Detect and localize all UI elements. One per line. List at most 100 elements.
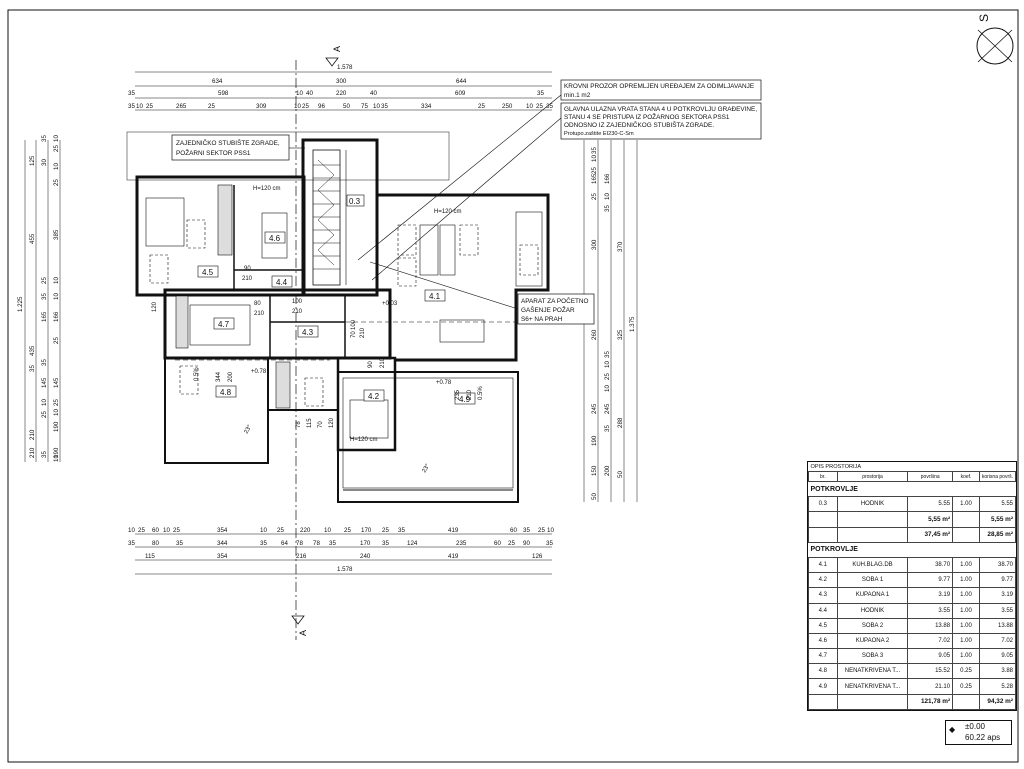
section-marker-top [325,57,339,67]
table-row: 4.3 KUPAONA 1 3.19 1.00 3.19 [808,587,1017,604]
dim-left-13: 166 [53,311,60,322]
total-row: 37,45 m² 28,85 m² [808,526,1017,543]
total-net: 28,85 m² [978,526,1017,543]
dim-bot-r1-16: 35 [523,527,530,534]
note-stair-line2: POŽARNI SEKTOR PSS1 [176,148,251,157]
dim-right-11: 325 [617,329,624,340]
dim-bot-r2-13: 60 [494,540,501,547]
dim-120b: 120 [329,417,335,428]
dim-right-15: 245 [604,403,611,414]
room-49: 4.9 [459,395,471,404]
room-box-41 [424,289,446,302]
table-title: OPIS PROSTORIJA [808,462,1016,472]
slope-1: 0.5% [194,367,200,381]
note-entrance-leader [371,117,562,281]
level-3: +0.78 [436,380,452,386]
dim-top-r3-6: 10 [294,103,301,110]
dim-bot-r2-6: 78 [296,540,303,547]
sheet-border [7,9,1019,763]
dim-left-18: 145 [41,377,48,388]
dim-210d: 210 [360,327,366,338]
dim-bot-r3-0: 115 [145,553,155,560]
cell-room: SOBA 3 [836,648,909,665]
cell-coef: 1.00 [952,602,980,619]
col-area: površina [907,471,954,482]
dim-left-16: 435 [29,345,36,356]
level-1: +0.03 [382,301,398,307]
dim-left-24: 190 [53,421,60,432]
note-stair-box [171,134,290,161]
dim-right-10: 260 [591,329,598,340]
cell-area: 3.55 [907,602,954,619]
dim-right-20: 200 [604,465,611,476]
table-row: 4.7 SOBA 3 9.05 1.00 9.05 [808,648,1017,665]
col-net: korisna površ. [978,471,1017,482]
dim-top-r3-11: 10 [373,103,380,110]
cell-no: 4.6 [808,632,838,650]
dim-bot-r2-1: 80 [152,540,159,547]
cell-coef: 0.25 [952,663,980,680]
dim-bot-r1-0: 10 [128,527,135,534]
dim-bot-r2-3: 344 [217,540,228,547]
dim-left-10: 10 [53,277,60,284]
dim-right-16: 25 [604,373,611,380]
room-table: OPIS PROSTORIJA br. prostorija površina … [807,461,1017,711]
cell-coef: 0.25 [952,678,980,695]
table-title-row: OPIS PROSTORIJA [808,462,1016,472]
note-stair-line1: ZAJEDNIČKO STUBIŠTE ZGRADE, [176,138,280,147]
dim-left-4: 30 [41,159,48,166]
dim-left-21: 10 [41,399,48,406]
note-entrance-line3: ODNOSNO IZ ZAJEDNIČKOG STUBIŠTA ZGRADE. [564,120,714,129]
cell-net: 5.28 [978,678,1017,695]
cell-area: 3.19 [907,587,954,604]
dim-left-14: 10 [53,293,60,300]
walls [126,131,550,503]
dim-top-r1-0: 634 [212,78,223,85]
dim-top-r2-4: 220 [336,90,347,97]
cell-no: 0.3 [808,496,838,513]
dim-left-9: 25 [41,277,48,284]
dim-left-20: 35 [29,365,36,372]
dim-right-6: 10 [604,193,611,200]
dim-top-r3-16: 10 [526,103,533,110]
skylight-3 [519,244,539,276]
dim-bot-r2-8: 35 [329,540,336,547]
dim-bot-r1-10: 25 [344,527,351,534]
note-ext-line2: GAŠENJE POŽAR [521,305,575,314]
dim-80: 80 [254,301,261,307]
dim-left-11: 35 [41,293,48,300]
stair [312,149,347,286]
cell-area: 9.05 [907,648,954,665]
dim-bot-r1-15: 60 [510,527,517,534]
dim-210c: 210 [292,309,303,315]
dim-right-7: 35 [604,205,611,212]
cell-net: 9.05 [978,648,1017,665]
dim-left-5: 10 [53,163,60,170]
table-header-row: br. prostorija površina koef. korisna po… [808,471,1017,482]
cell-net: 3.19 [978,587,1017,604]
bed-45 [145,197,185,247]
table-row: 4.6 KUPAONA 2 7.02 1.00 7.02 [808,632,1017,650]
room-box-03 [346,194,365,207]
cell-no: 4.5 [808,617,838,634]
note-ext-leader [369,261,519,310]
slope-3: 23° [244,424,254,435]
dim-bot-r1-6: 10 [260,527,267,534]
dim-bot-r1-9: 10 [324,527,331,534]
note-entrance-line1: GLAVNA ULAZNA VRATA STANA 4 U POTKROVLJU… [564,106,757,113]
cell-coef: 1.00 [952,496,980,513]
dim-top-r2-1: 598 [218,90,229,97]
room-44: 4.4 [276,278,288,287]
dim-right-19: 190 [591,435,598,446]
sofa [515,211,543,287]
dim-right-3: 166 [604,173,611,184]
dim-top-overall: 1.578 [337,64,353,71]
dim-right-22: 150 [591,465,598,476]
dim-bot-r1-1: 25 [138,527,145,534]
dim-344: 344 [216,371,222,382]
cell-no: 4.2 [808,572,838,589]
note-entrance-box [560,102,762,140]
room-46: 4.6 [269,234,281,243]
cell-room: NENATKRIVENA T... [836,663,909,680]
table-row: 4.5 SOBA 2 13.88 1.00 13.88 [808,617,1017,634]
